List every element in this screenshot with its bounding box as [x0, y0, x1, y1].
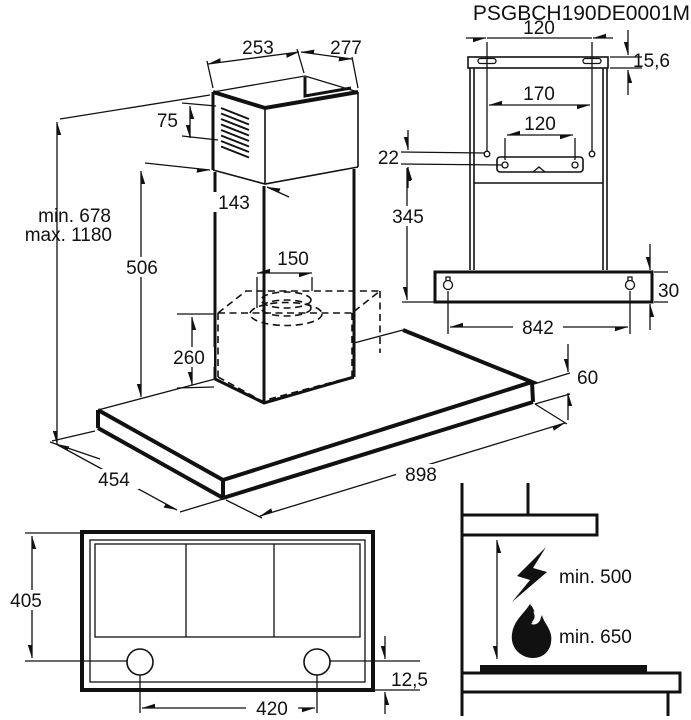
- chimney-top-inner-edge: [303, 77, 352, 98]
- mounting-bracket: [496, 156, 584, 173]
- dim-mount-bar-height: 30: [658, 281, 679, 302]
- hood-outline: [80, 530, 375, 692]
- dim-keyhole-spacing: 842: [522, 318, 554, 339]
- duct-collar-bottom-dashed: [260, 299, 312, 317]
- dim-hood-body-height: 60: [577, 368, 598, 389]
- dim-lamp-spacing: 420: [256, 699, 288, 720]
- keyhole-left: [442, 276, 454, 291]
- chimney-top-front-edges: [212, 90, 359, 111]
- lamp-right: [303, 648, 331, 676]
- dim-front-edge-height: 12,5: [391, 670, 428, 691]
- chimney-hole-left: [483, 150, 491, 158]
- dim-hood-width: 898: [405, 465, 437, 486]
- clearance-electric-label: min. 500: [559, 567, 632, 588]
- dim-duct-diameter: 150: [277, 249, 309, 270]
- dim-wall-slot-spacing: 120: [523, 18, 555, 39]
- hood-side-profile: [460, 513, 599, 537]
- hood-top-edges: [97, 328, 538, 483]
- dim-chimney-top-width: 253: [242, 38, 274, 59]
- dim-mount-height-min: min. 678: [38, 206, 111, 227]
- vent-grille: [220, 107, 250, 159]
- clearance-side-view: min. 500 min. 650: [460, 483, 682, 716]
- clearance-gas-label: min. 650: [559, 627, 632, 648]
- chimney-hole-right: [588, 150, 596, 158]
- chimney-joint-edge: [212, 166, 359, 185]
- dim-mount-height-max: max. 1180: [25, 225, 112, 246]
- hood-right-corner-edge: [530, 381, 535, 403]
- bracket-hole-right: [571, 161, 579, 169]
- cooktop-surface: [480, 665, 647, 673]
- keyhole-right: [624, 276, 636, 291]
- dim-plate-height: 15,6: [633, 51, 670, 72]
- dim-bracket-to-hood: 345: [392, 207, 424, 228]
- dim-chimney-depth: 143: [218, 193, 250, 214]
- dim-vent-grille-height: 75: [157, 111, 178, 132]
- rear-chimney-body: [469, 68, 608, 270]
- main-perspective-view: 253 277 75 143 506 150 260 min. 678 max.…: [25, 38, 598, 519]
- lightning-icon: [512, 547, 547, 602]
- dim-top-hole-spacing: 170: [523, 84, 555, 105]
- dim-lower-chimney-height: 506: [126, 258, 158, 279]
- flame-icon: [511, 604, 552, 658]
- wall-bracket-plate: [467, 56, 609, 69]
- dim-hole-offset: 22: [378, 148, 399, 169]
- bracket-hole-left: [501, 161, 509, 169]
- lamp-left: [126, 648, 154, 676]
- lower-chimney-bottom-edges: [214, 375, 355, 405]
- duct-collar-top-dashed: [260, 291, 312, 309]
- hood-inner-outline: [89, 539, 366, 683]
- duct-opening-dashed: [249, 301, 323, 327]
- dim-hood-depth: 454: [98, 470, 130, 491]
- bracket-notch: [532, 166, 546, 173]
- dim-bracket-hole-spacing: 120: [524, 114, 556, 135]
- bottom-view: 405 420 12,5: [2, 530, 428, 720]
- dim-recirculation-box-height: 260: [173, 348, 205, 369]
- drawing-number: PSGBCH190DE0001M: [473, 2, 690, 25]
- chimney-top-back-edges: [212, 75, 359, 93]
- dim-chimney-top-depth: 277: [330, 38, 362, 59]
- rear-mounting-view: 120 15,6 170 120 22 345 842 30: [378, 18, 679, 339]
- hood-rear-bar: [433, 270, 654, 304]
- dim-bottom-depth: 405: [10, 591, 42, 612]
- filter-area: [94, 543, 361, 638]
- counter-top: [460, 671, 682, 694]
- recirculation-box-dashed: [217, 290, 383, 402]
